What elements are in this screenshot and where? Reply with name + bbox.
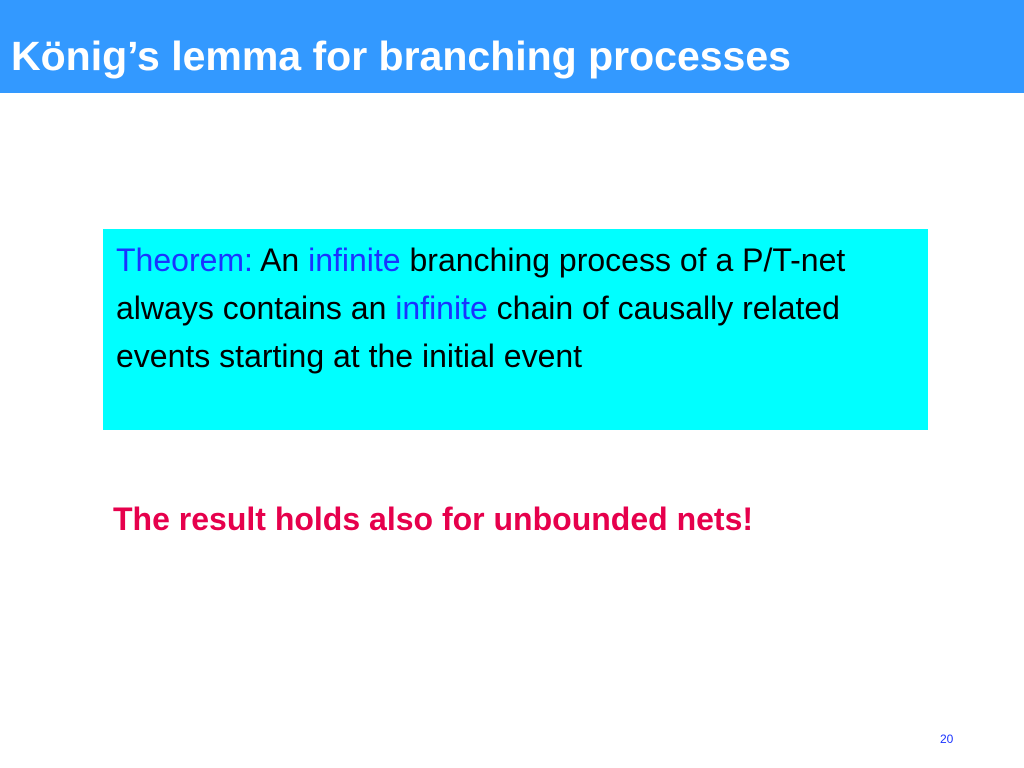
theorem-part-2: branching process of a P/T-net always co… <box>116 242 846 326</box>
slide-title: König’s lemma for branching processes <box>11 33 791 79</box>
theorem-text: Theorem: An infinite branching process o… <box>116 236 917 380</box>
theorem-label: Theorem: <box>116 242 253 278</box>
theorem-infinite-1: infinite <box>308 242 401 278</box>
theorem-part-1: An <box>252 242 309 278</box>
theorem-infinite-2: infinite <box>395 290 488 326</box>
title-bar: König’s lemma for branching processes <box>0 0 1024 93</box>
theorem-part-3: chain of causally related events startin… <box>116 290 840 374</box>
page-number: 20 <box>940 732 954 746</box>
highlight-statement: The result holds also for unbounded nets… <box>113 501 754 537</box>
theorem-box: Theorem: An infinite branching process o… <box>103 229 928 430</box>
